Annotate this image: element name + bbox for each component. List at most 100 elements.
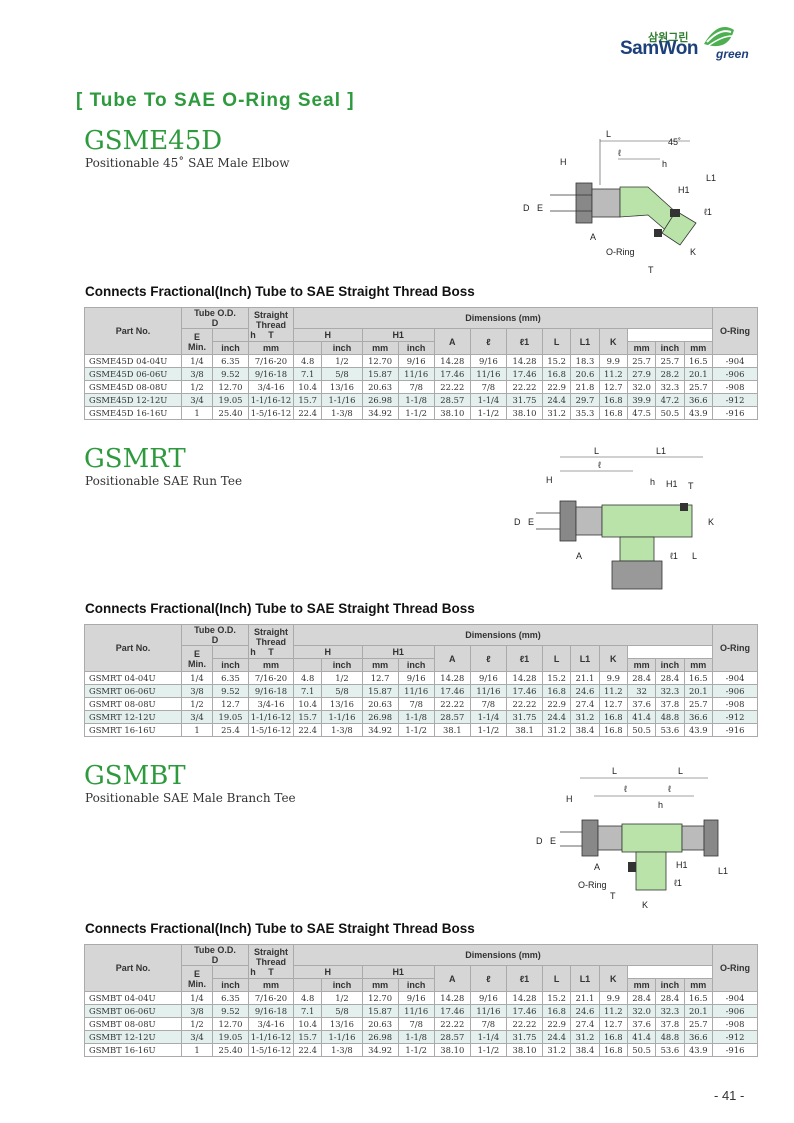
table-cell: 22.9 [541,380,572,394]
table-cell: 24.4 [541,393,572,407]
table-cell: -908 [712,380,758,394]
table-cell: -904 [712,354,758,368]
table-cell: 47.5 [626,406,657,420]
column-header: inch [655,978,685,992]
table-cell: 1-1/8 [397,393,435,407]
connects-heading: Connects Fractional(Inch) Tube to SAE St… [85,284,475,299]
table-cell: -904 [712,671,758,685]
part-number-cell: GSMBT 06-06U [84,1004,182,1018]
table-cell: 34.92 [361,406,399,420]
label-L2: L [692,551,697,561]
table-cell: 9/16 [397,354,435,368]
table-cell: 3/8 [181,367,213,381]
product-description: Positionable SAE Run Tee [85,474,243,488]
column-header: mm [361,978,399,992]
table-cell: 1/4 [181,671,213,685]
column-header: inch [212,658,249,672]
table-cell: 20.1 [683,684,714,698]
label-A: A [594,862,600,872]
label-K: K [642,900,648,910]
part-number-cell: GSMRT 06-06U [84,684,182,698]
table-cell: 24.4 [541,1030,572,1044]
table-cell: 12.7 [361,671,399,685]
column-header: inch [655,658,685,672]
table-cell: -912 [712,710,758,724]
table-cell: 48.8 [655,1030,685,1044]
table-cell: 11/16 [469,684,508,698]
label-h: h [658,800,663,810]
table-cell: 12.70 [212,380,249,394]
table-cell: 14.28 [506,671,543,685]
table-cell: 12.70 [361,991,399,1005]
table-cell: 25.40 [212,406,249,420]
table-cell: -916 [712,723,758,737]
table-cell: 9/16 [469,354,508,368]
column-header: mm [361,658,399,672]
run-tee-diagram: L L1 ℓ H h H1 T D E K A ℓ1 L [514,446,714,590]
table-cell: 6.35 [212,991,249,1005]
label-L1: L1 [656,446,666,456]
table-cell: 1/2 [321,671,363,685]
table-cell: 25.7 [683,1017,714,1031]
label-E: E [537,203,543,213]
table-cell: 38.10 [506,1043,543,1057]
column-header: mm [683,341,714,355]
table-cell: 38.4 [570,1043,600,1057]
table-cell: 32.3 [655,684,685,698]
table-cell: 18.3 [570,354,600,368]
table-cell: 9.9 [598,991,628,1005]
table-cell: 7/8 [469,380,508,394]
label-H: H [566,794,573,804]
table-cell: 1-1/16-12 [247,393,294,407]
column-header: mm [626,978,657,992]
table-cell: 25.7 [683,380,714,394]
table-cell: 1/2 [181,380,213,394]
table-cell: 3/4 [181,393,213,407]
part-number-cell: GSMRT 08-08U [84,697,182,711]
column-header: Dimensions (mm) [292,624,714,646]
column-header: Dimensions (mm) [292,307,714,329]
part-number-cell: GSME45D 04-04U [84,354,182,368]
label-L: L [594,446,599,456]
table-cell: 4.8 [292,991,323,1005]
column-header: Dimensions (mm) [292,944,714,966]
column-header: K [598,645,628,672]
product-name: GSMBT [84,761,186,791]
table-cell: 37.6 [626,697,657,711]
table-cell: 11/16 [397,684,435,698]
table-cell: 9.9 [598,354,628,368]
table-cell: 7/8 [397,697,435,711]
part-number-cell: GSMRT 16-16U [84,723,182,737]
table-cell: 47.2 [655,393,685,407]
label-K: K [708,517,714,527]
table-cell: 24.6 [570,684,600,698]
table-cell: 22.9 [541,1017,572,1031]
table-cell: 9/16 [469,671,508,685]
table-cell: 9/16-18 [247,1004,294,1018]
table-cell: 6.35 [212,354,249,368]
table-cell: 1-1/4 [469,1030,508,1044]
table-cell: 15.87 [361,367,399,381]
table-cell: 9/16-18 [247,684,294,698]
table-cell: 4.8 [292,671,323,685]
table-cell: 10.4 [292,1017,323,1031]
table-cell: 15.87 [361,684,399,698]
label-T: T [648,265,654,275]
table-cell: 37.6 [626,1017,657,1031]
label-l1: ℓ1 [704,207,712,217]
table-cell: 26.98 [361,1030,399,1044]
column-header: O-Ring [712,624,758,672]
column-header: Tube O.D.D [181,624,249,646]
label-T: T [610,891,616,901]
label-D: D [523,203,530,213]
table-cell: 43.9 [683,406,714,420]
table-cell: 1-3/8 [321,723,363,737]
label-l: ℓ [598,460,602,470]
table-cell: 38.10 [433,406,471,420]
table-cell: 12.7 [598,697,628,711]
table-cell: 7.1 [292,684,323,698]
